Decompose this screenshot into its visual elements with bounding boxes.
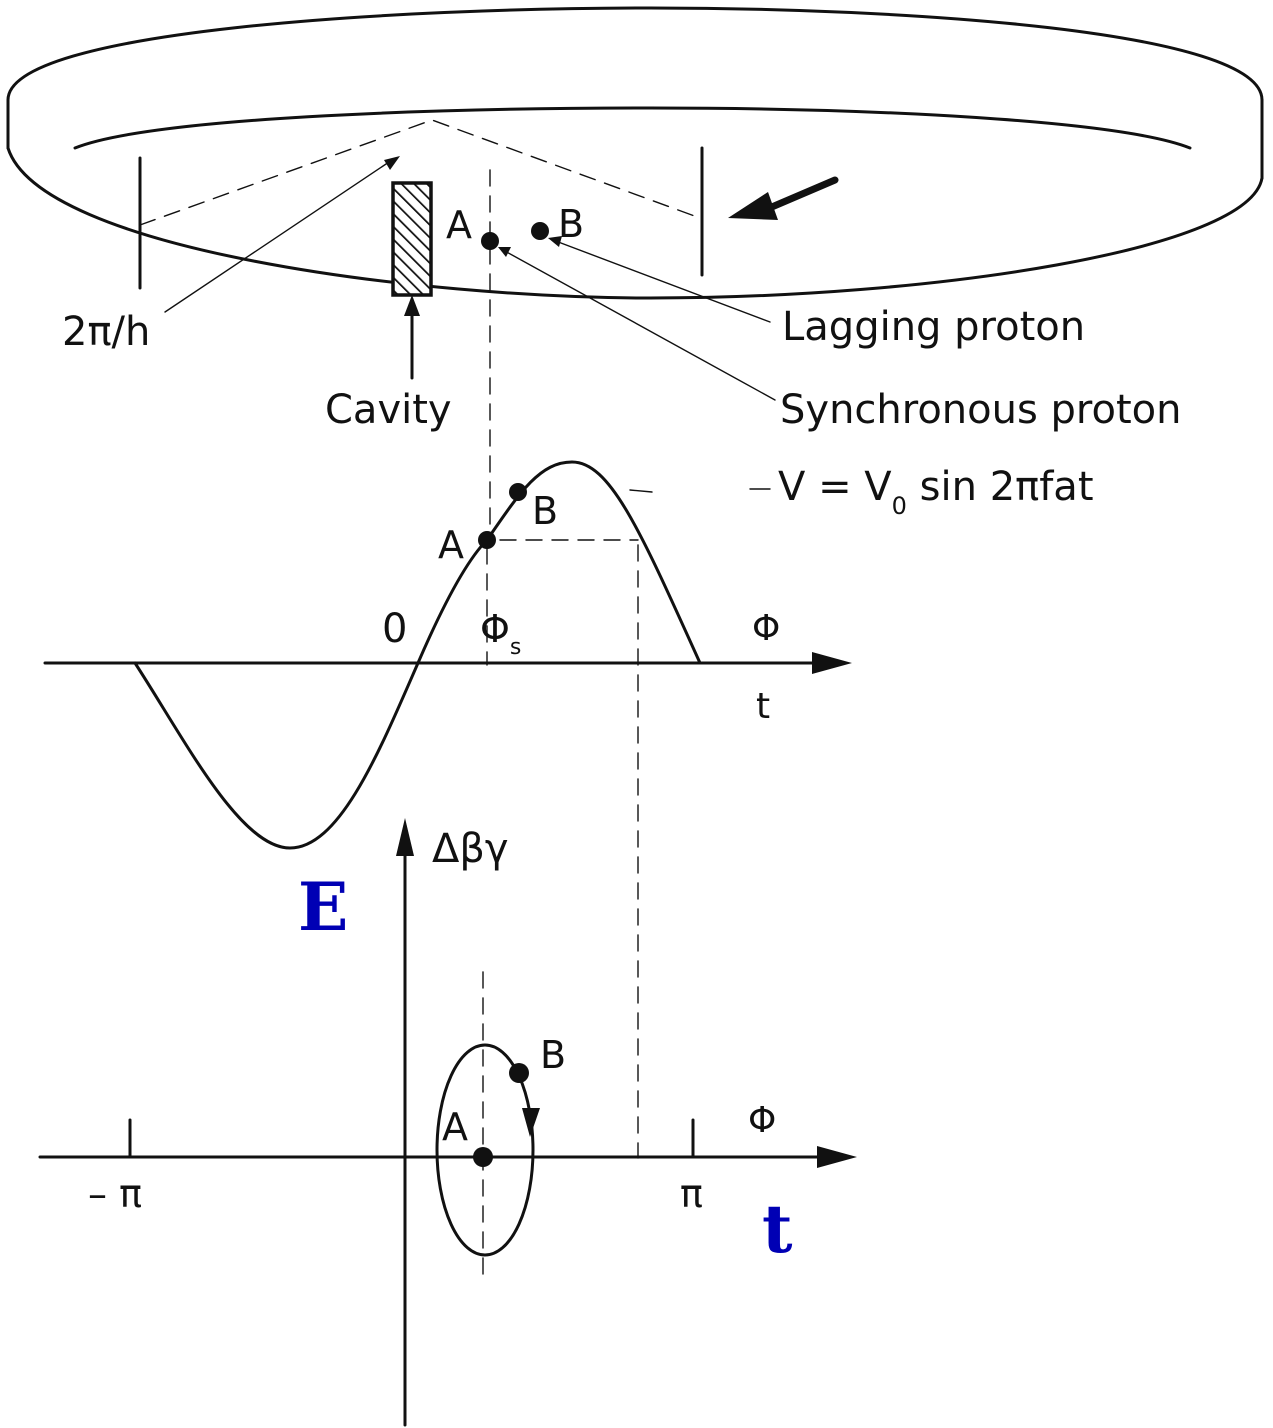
phase-point-b-label: B: [540, 1033, 566, 1077]
wave-origin-label: 0: [382, 606, 407, 652]
synchronous-proton-label: Synchronous proton: [780, 387, 1181, 433]
overlay-t-label: t: [762, 1190, 793, 1268]
beam-direction-arrow-icon: [728, 192, 778, 220]
cavity-block: [391, 181, 433, 297]
phase-orbit-arrow-icon: [522, 1108, 540, 1137]
phase-orbit-ellipse: [435, 1043, 535, 1257]
phase-synchronous-dot: [473, 1147, 493, 1167]
wave-point-b-label: B: [532, 489, 558, 533]
ring-synchronous-proton-dot: [481, 232, 499, 250]
ring-bottom-edge: [6, 146, 1264, 300]
tick-minus-pi-label: – π: [88, 1172, 142, 1216]
two-pi-h-leader: [164, 159, 393, 313]
synchronous-proton-leader: [502, 249, 776, 401]
voltage-equation-label: V = V0 sin 2πfat: [778, 464, 1094, 520]
phase-point-a-label: A: [442, 1105, 468, 1149]
wave-time-axis-arrow-icon: [812, 652, 852, 674]
wave-axis-t-label: t: [756, 686, 770, 727]
lagging-proton-leader: [552, 239, 771, 323]
ring-lagging-proton-dot: [531, 222, 549, 240]
two-pi-h-leader-arrow-icon: [384, 156, 400, 170]
ring-point-a-label: A: [446, 203, 472, 247]
cavity-pointer-arrow-icon: [404, 295, 420, 316]
two-pi-over-h-label: 2π/h: [62, 309, 150, 355]
phase-space-plot: [38, 818, 857, 1427]
tick-pi-label: π: [680, 1172, 703, 1216]
accelerator-ring: [6, 6, 1264, 401]
wave-lagging-dot: [509, 483, 527, 501]
rf-voltage-wave: [43, 460, 852, 850]
wave-axis-phi-label: Φ: [752, 608, 780, 649]
ring-dashed-envelope: [139, 119, 701, 226]
wave-point-a-label: A: [438, 523, 464, 567]
phase-y-axis-label: Δβγ: [432, 826, 509, 872]
lagging-proton-label: Lagging proton: [782, 304, 1085, 350]
phase-y-axis-arrow-icon: [396, 818, 414, 856]
overlay-e-label: E: [298, 868, 348, 946]
wave-phase-tick: [629, 489, 653, 493]
ring-inner-edge: [73, 106, 1192, 150]
phase-lagging-dot: [509, 1063, 529, 1083]
phi-s-label: Φs: [480, 607, 521, 660]
synchronous-proton-leader-arrow-icon: [498, 247, 511, 257]
ring-point-b-label: B: [558, 202, 584, 246]
wave-synchronous-dot: [478, 531, 496, 549]
phase-x-axis-arrow-icon: [817, 1146, 857, 1168]
phase-axis-phi-label: Φ: [748, 1100, 776, 1141]
wave-curve: [133, 460, 702, 850]
ring-outer-top-edge: [6, 6, 1264, 102]
lagging-proton-leader-arrow-icon: [548, 236, 562, 247]
cavity-label: Cavity: [325, 387, 452, 433]
